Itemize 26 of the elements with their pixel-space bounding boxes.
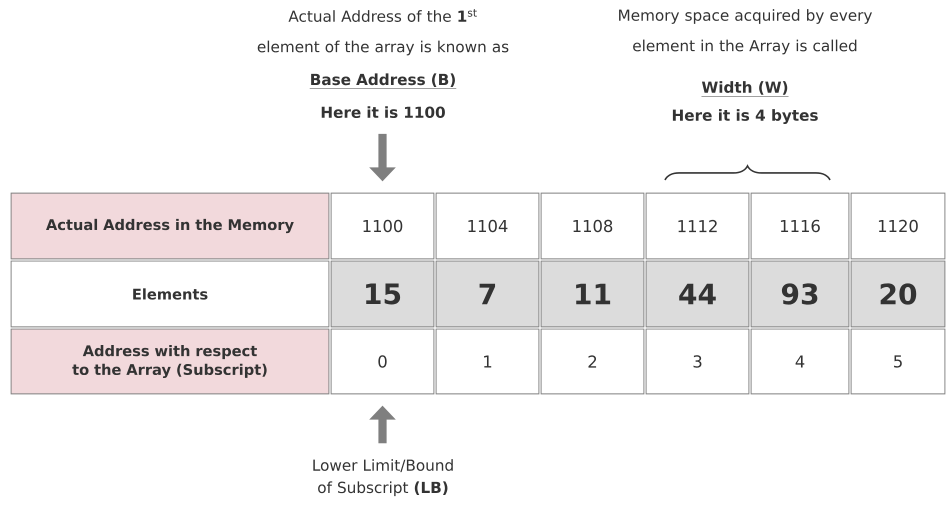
row-header-cell: Actual Address in the Memory (10, 192, 330, 260)
table-cell: 15 (330, 260, 434, 328)
table-cell: 3 (646, 328, 750, 394)
annotation-text: Actual Address of the 1$^{st}$ element of the array is known as Base Address (B) Here it is 1100 (258, 9, 508, 118)
annotation-text: Here it is 4 bytes (672, 109, 818, 124)
table-cell: 1116 (750, 192, 850, 260)
table-cell: 0 (330, 328, 434, 394)
table-cell: 7 (436, 260, 540, 328)
table-cell: 1100 (330, 192, 434, 260)
table-cell: 4 (750, 328, 850, 394)
table-cell: 44 (646, 260, 750, 328)
table-cell: 1104 (436, 192, 540, 260)
table-cell: 20 (850, 260, 946, 328)
row-header-cell: Elements (10, 260, 330, 328)
annotation-text: Memory space acquired by every element in the Array is called (619, 9, 872, 54)
table-cell: 1 (436, 328, 540, 394)
table-cell: 11 (540, 260, 644, 328)
annotation-text: Lower Limit/Bound of Subscript (LB) (313, 459, 453, 496)
table-cell: 1112 (646, 192, 750, 260)
table-cell: 93 (750, 260, 850, 328)
row-header-cell: Address with respect to the Array (Subscript) (10, 328, 330, 394)
table-cell: 1120 (850, 192, 946, 260)
table-cell: 2 (540, 328, 644, 394)
annotation-text: Width (W) (701, 81, 789, 97)
table-cell: 1108 (540, 192, 644, 260)
table-cell: 5 (850, 328, 946, 394)
